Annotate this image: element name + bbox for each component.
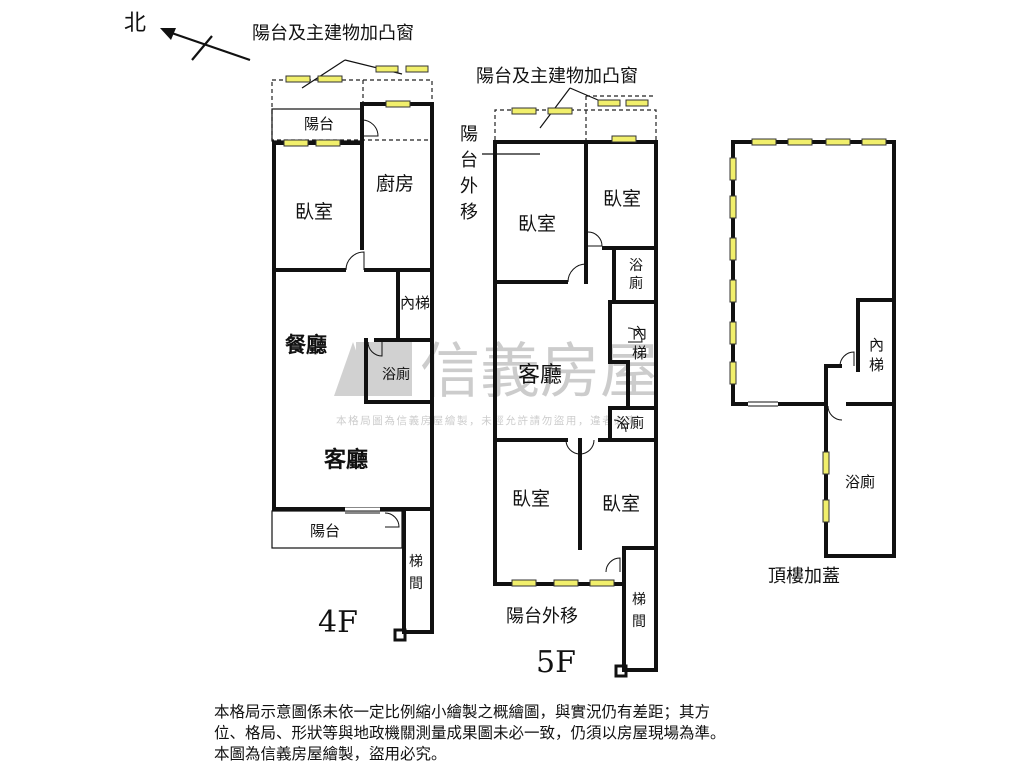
5f-room-stairs-2: 梯: [632, 344, 647, 362]
5f-room-bath-top-1: 浴: [629, 258, 643, 274]
disclaimer-notes: 本格局示意圖係未依一定比例縮小繪製之概繪圖，與實況仍有差距；其方 位、格局、形狀…: [214, 702, 834, 765]
5f-bottom-note: 陽台外移: [506, 606, 578, 627]
north-label: 北: [124, 11, 146, 36]
4f-windows: [283, 65, 429, 147]
5f-windows: [511, 99, 649, 587]
5f-room-bedroom-sw: 臥室: [512, 488, 550, 510]
5f-room-living: 客廳: [518, 363, 562, 388]
rooftop-stairs-2: 梯: [869, 356, 884, 374]
4f-room-balcony-bottom: 陽台: [310, 522, 340, 540]
disclaimer-line-1: 本格局示意圖係未依一定比例縮小繪製之概繪圖，與實況仍有差距；其方: [214, 703, 711, 721]
5f-floor-title: 5F: [536, 645, 576, 680]
4f-room-bedroom: 臥室: [295, 201, 333, 223]
5f-room-bath-top-2: 廁: [629, 275, 643, 292]
5f-side-note-1: 陽: [460, 124, 478, 145]
floor-5f-plan: 陽台及主建物加凸窗 陽 台 外 移 臥室 臥室 浴 廁 內 梯 客廳 浴廁 臥室…: [460, 66, 658, 680]
watermark-brand: 信義房屋: [420, 337, 660, 407]
floor-4f-plan: 陽台及主建物加凸窗 陽台 廚房 臥室 內梯 餐廳 浴廁 客廳 陽台 梯 間 4F: [252, 23, 434, 642]
4f-room-stairwell-1: 梯: [409, 554, 423, 570]
rooftop-title: 頂樓加蓋: [768, 566, 840, 587]
5f-room-bath-mid: 浴廁: [616, 415, 644, 432]
5f-side-note-2: 台: [460, 150, 478, 171]
5f-room-bedroom-se: 臥室: [602, 493, 640, 515]
north-compass: 北: [124, 11, 251, 62]
4f-room-inner-stairs: 內梯: [400, 294, 430, 312]
rooftop-stairs-1: 內: [869, 336, 884, 354]
watermark-logo-icon: [334, 342, 372, 396]
4f-room-balcony-top: 陽台: [304, 115, 334, 133]
5f-room-stairs-1: 內: [632, 324, 647, 342]
4f-room-dining: 餐廳: [285, 332, 327, 357]
5f-callout-label: 陽台及主建物加凸窗: [476, 66, 638, 87]
watermark: 信義房屋 本格局圖為信義房屋繪製，未經允許請勿盜用，違者必究: [334, 337, 660, 427]
5f-side-note-4: 移: [460, 202, 478, 223]
4f-room-stairwell-2: 間: [409, 576, 423, 592]
5f-room-stairwell-1: 梯: [632, 592, 646, 608]
5f-room-bedroom-nw: 臥室: [518, 213, 556, 235]
4f-floor-title: 4F: [318, 605, 358, 640]
disclaimer-line-2: 位、格局、形狀等與地政機關測量成果圖未必一致，仍須以房屋現場為準。: [214, 724, 726, 742]
4f-room-kitchen: 廚房: [376, 172, 414, 195]
disclaimer-line-3: 本圖為信義房屋繪製，盜用必究。: [214, 745, 447, 763]
4f-callout-label: 陽台及主建物加凸窗: [252, 23, 414, 44]
rooftop-room-bath: 浴廁: [845, 473, 875, 491]
4f-room-living: 客廳: [324, 447, 368, 473]
5f-room-stairwell-2: 間: [632, 614, 646, 630]
4f-room-bath: 浴廁: [382, 366, 410, 383]
rooftop-windows: [729, 138, 887, 523]
watermark-notice: 本格局圖為信義房屋繪製，未經允許請勿盜用，違者必究: [336, 414, 639, 427]
5f-side-note-3: 外: [460, 176, 478, 197]
5f-room-bedroom-ne: 臥室: [603, 188, 641, 210]
4f-bay-window-outline: [271, 79, 433, 141]
rooftop-plan: 內 梯 浴廁 頂樓加蓋: [729, 138, 896, 587]
